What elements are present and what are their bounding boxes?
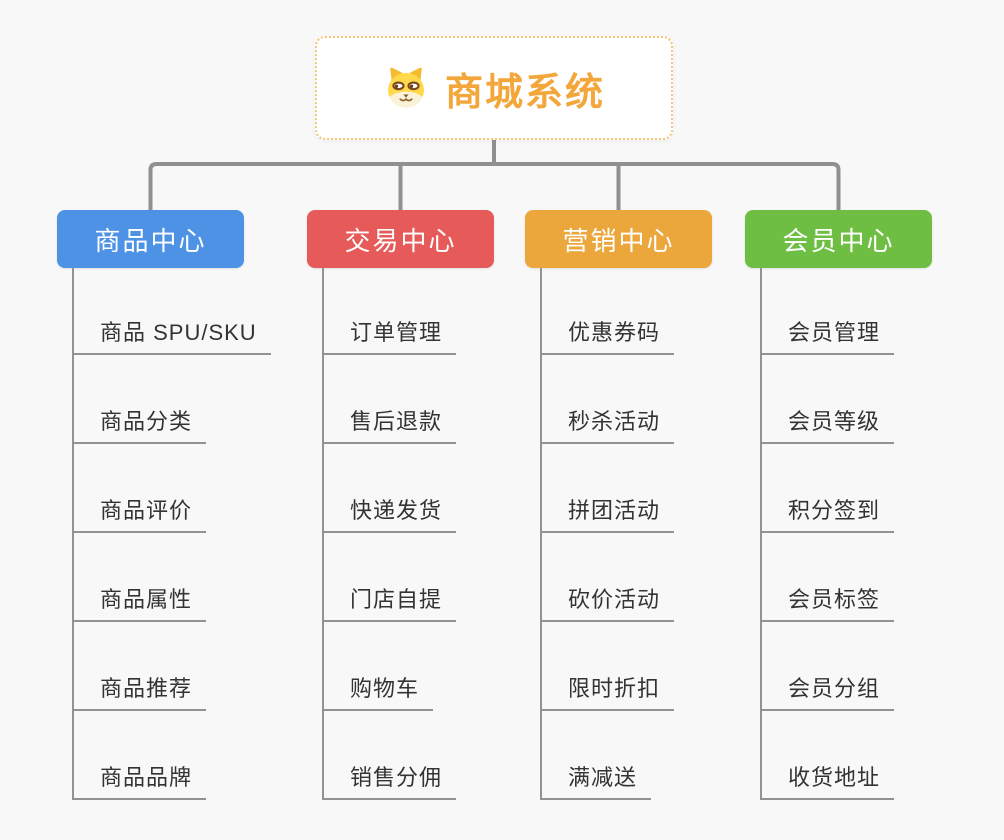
shiba-dog-icon (388, 67, 424, 108)
branch-node-trade[interactable]: 交易中心 (307, 210, 494, 268)
mindmap-leaf-label: 砍价活动 (568, 587, 661, 612)
branch-node-member[interactable]: 会员中心 (745, 210, 932, 268)
branch-item-list: 订单管理售后退款快递发货门店自提购物车销售分佣 (322, 268, 537, 800)
mindmap-leaf-node[interactable]: 快递发货 (324, 444, 457, 533)
mindmap-leaf-label: 商品品牌 (100, 765, 193, 790)
mindmap-leaf-node[interactable]: 商品属性 (74, 533, 207, 622)
mindmap-leaf-node[interactable]: 购物车 (324, 622, 434, 711)
mindmap-leaf-label: 商品推荐 (100, 676, 193, 701)
branch-label: 商品中心 (94, 225, 207, 256)
mindmap-leaf-label: 积分签到 (788, 498, 881, 523)
mindmap-leaf-node[interactable]: 秒杀活动 (542, 355, 675, 444)
mindmap-leaf-label: 秒杀活动 (568, 409, 661, 434)
mindmap-leaf-node[interactable]: 收货地址 (762, 711, 895, 800)
mindmap-leaf-label: 拼团活动 (568, 498, 661, 523)
branch-rail-line (148, 162, 841, 210)
root-title: 商城系统 (444, 71, 605, 114)
branch-node-product[interactable]: 商品中心 (57, 210, 244, 268)
root-node[interactable]: 商城系统 (315, 36, 673, 140)
mindmap-leaf-node[interactable]: 积分签到 (762, 444, 895, 533)
branch-item-list: 会员管理会员等级积分签到会员标签会员分组收货地址 (760, 268, 975, 800)
mindmap-leaf-label: 门店自提 (350, 587, 443, 612)
branch-column-product: 商品中心 商品 SPU/SKU 商品分类商品评价商品属性商品推荐商品品牌 (57, 210, 287, 800)
branch-column-member: 会员中心 会员管理会员等级积分签到会员标签会员分组收货地址 (745, 210, 975, 800)
mindmap-leaf-label: 售后退款 (350, 409, 443, 434)
mindmap-leaf-node[interactable]: 商品推荐 (74, 622, 207, 711)
mindmap-leaf-label: 会员标签 (788, 587, 881, 612)
mindmap-leaf-node[interactable]: 砍价活动 (542, 533, 675, 622)
mindmap-leaf-label: 收货地址 (788, 765, 881, 790)
mindmap-leaf-label: 满减送 (568, 765, 638, 790)
mindmap-leaf-node[interactable]: 会员标签 (762, 533, 895, 622)
mindmap-leaf-node[interactable]: 拼团活动 (542, 444, 675, 533)
mindmap-leaf-label: 商品属性 (100, 587, 193, 612)
mindmap-leaf-label: 商品 SPU/SKU (100, 320, 257, 345)
mindmap-leaf-node[interactable]: 订单管理 (324, 268, 457, 355)
mindmap-leaf-label: 优惠券码 (568, 320, 661, 345)
mindmap-leaf-node[interactable]: 限时折扣 (542, 622, 675, 711)
mindmap-leaf-label: 商品评价 (100, 498, 193, 523)
branch-node-marketing[interactable]: 营销中心 (525, 210, 712, 268)
branch-label: 交易中心 (344, 225, 457, 256)
mindmap-leaf-label: 会员等级 (788, 409, 881, 434)
branch-label: 会员中心 (782, 225, 895, 256)
mindmap-leaf-node[interactable]: 会员等级 (762, 355, 895, 444)
mindmap-leaf-label: 销售分佣 (350, 765, 443, 790)
mindmap-leaf-node[interactable]: 售后退款 (324, 355, 457, 444)
mindmap-leaf-node[interactable]: 会员管理 (762, 268, 895, 355)
branch-label: 营销中心 (562, 225, 675, 256)
mindmap-leaf-node[interactable]: 商品品牌 (74, 711, 207, 800)
mindmap-leaf-node[interactable]: 商品评价 (74, 444, 207, 533)
mindmap-leaf-label: 会员管理 (788, 320, 881, 345)
mindmap-leaf-node[interactable]: 商品 SPU/SKU (74, 268, 271, 355)
mindmap-leaf-node[interactable]: 满减送 (542, 711, 652, 800)
branch-item-list: 商品 SPU/SKU 商品分类商品评价商品属性商品推荐商品品牌 (72, 268, 287, 800)
branch-column-marketing: 营销中心 优惠券码秒杀活动拼团活动砍价活动限时折扣满减送 (525, 210, 755, 800)
mindmap-leaf-label: 会员分组 (788, 676, 881, 701)
mindmap-leaf-label: 订单管理 (350, 320, 443, 345)
mindmap-leaf-label: 商品分类 (100, 409, 193, 434)
mindmap-leaf-label: 快递发货 (350, 498, 443, 523)
mindmap-leaf-node[interactable]: 门店自提 (324, 533, 457, 622)
branch-column-trade: 交易中心 订单管理售后退款快递发货门店自提购物车销售分佣 (307, 210, 537, 800)
mindmap-leaf-node[interactable]: 销售分佣 (324, 711, 457, 800)
mindmap-leaf-node[interactable]: 商品分类 (74, 355, 207, 444)
mindmap-leaf-node[interactable]: 优惠券码 (542, 268, 675, 355)
mindmap-leaf-label: 购物车 (350, 676, 420, 701)
mindmap-leaf-label: 限时折扣 (568, 676, 661, 701)
branch-item-list: 优惠券码秒杀活动拼团活动砍价活动限时折扣满减送 (540, 268, 755, 800)
mindmap-leaf-node[interactable]: 会员分组 (762, 622, 895, 711)
